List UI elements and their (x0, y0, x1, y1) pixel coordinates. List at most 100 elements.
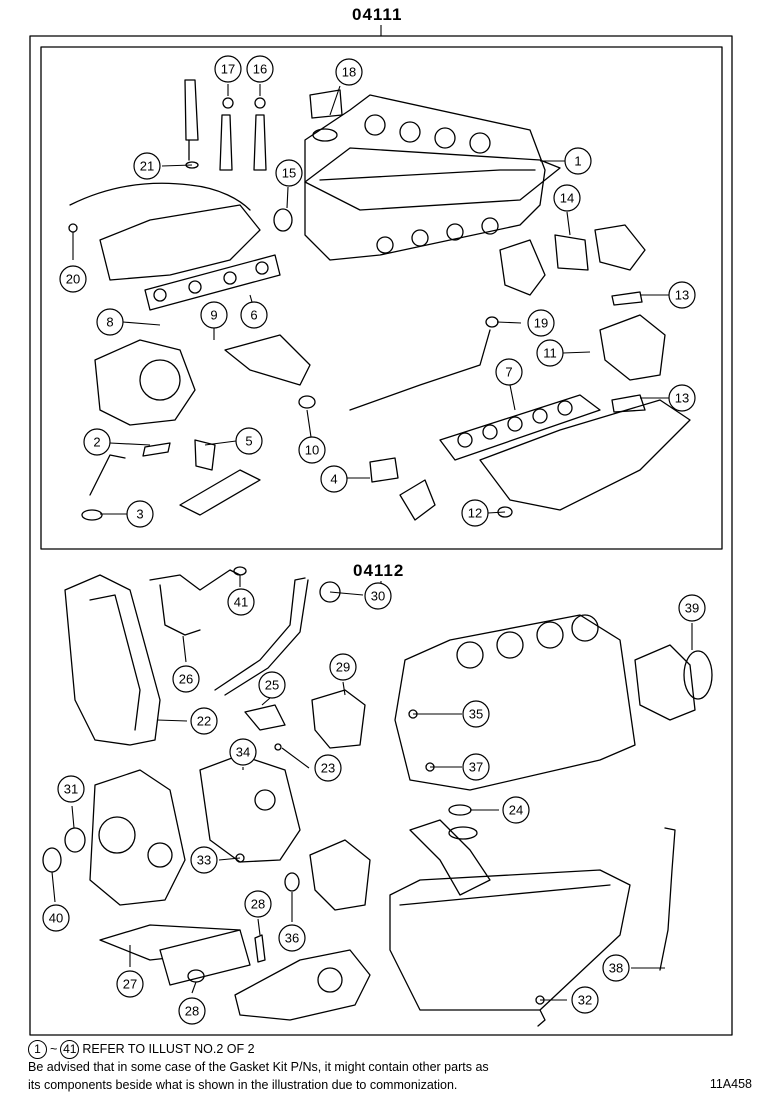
svg-text:4: 4 (330, 472, 337, 487)
callout-10: 10 (298, 436, 326, 464)
svg-text:20: 20 (66, 272, 80, 287)
svg-text:25: 25 (265, 678, 279, 693)
svg-text:15: 15 (282, 166, 296, 181)
leader-lines (51, 84, 693, 1001)
svg-text:28: 28 (185, 1004, 199, 1019)
svg-text:23: 23 (321, 761, 335, 776)
svg-text:35: 35 (469, 707, 483, 722)
callout-18: 18 (335, 58, 363, 86)
callout-6: 6 (240, 301, 268, 329)
callout-40: 40 (42, 904, 70, 932)
svg-text:31: 31 (64, 782, 78, 797)
callout-8: 8 (96, 308, 124, 336)
callout-36: 36 (278, 924, 306, 952)
cylinder-block (394, 614, 636, 791)
callout-26: 26 (172, 665, 200, 693)
svg-text:8: 8 (106, 315, 113, 330)
svg-text:28: 28 (251, 897, 265, 912)
group-header-04112: 04112 (349, 561, 409, 581)
svg-text:16: 16 (253, 62, 267, 77)
reference-note: 1 ~ 41 REFER TO ILLUST NO.2 OF 2 (28, 1040, 255, 1059)
svg-text:18: 18 (342, 65, 356, 80)
callout-27: 27 (116, 970, 144, 998)
callout-7: 7 (495, 358, 523, 386)
svg-text:36: 36 (285, 931, 299, 946)
callout-1: 1 (564, 147, 592, 175)
callout-38: 38 (602, 954, 630, 982)
misc-upper-parts (68, 89, 646, 521)
svg-text:29: 29 (336, 660, 350, 675)
range-separator: ~ (50, 1042, 58, 1056)
intake-manifold (439, 314, 691, 511)
svg-text:41: 41 (234, 595, 248, 610)
misc-lower-parts (42, 566, 676, 1027)
svg-text:12: 12 (468, 506, 482, 521)
svg-text:33: 33 (197, 853, 211, 868)
callout-14: 14 (553, 184, 581, 212)
callout-20: 20 (59, 265, 87, 293)
svg-text:1: 1 (574, 154, 581, 169)
svg-text:9: 9 (210, 308, 217, 323)
head-cover-gasket (304, 147, 561, 211)
callout-32: 32 (571, 986, 599, 1014)
callout-13-lower: 13 (668, 384, 696, 412)
callout-30: 30 (364, 582, 392, 610)
callout-17: 17 (214, 55, 242, 83)
svg-text:11: 11 (543, 346, 557, 361)
callout-35: 35 (462, 700, 490, 728)
range-end-callout: 41 (60, 1040, 80, 1059)
callout-19: 19 (527, 309, 555, 337)
water-pump-and-outlet (214, 577, 366, 749)
callout-13-upper: 13 (668, 281, 696, 309)
callout-11: 11 (536, 339, 564, 367)
callout-39: 39 (678, 594, 706, 622)
callout-29: 29 (329, 653, 357, 681)
callout-3: 3 (126, 500, 154, 528)
timing-gear-case (89, 754, 301, 906)
callout-22: 22 (190, 707, 218, 735)
callout-2: 2 (83, 428, 111, 456)
svg-text:39: 39 (685, 601, 699, 616)
injector-and-valves (184, 79, 267, 171)
callout-15: 15 (275, 159, 303, 187)
callout-31: 31 (57, 775, 85, 803)
callout-12: 12 (461, 499, 489, 527)
svg-text:13: 13 (675, 391, 689, 406)
callout-4: 4 (320, 465, 348, 493)
rear-oil-seal-retainer (634, 644, 713, 721)
range-text: REFER TO ILLUST NO.2 OF 2 (82, 1042, 255, 1056)
cylinder-head (304, 94, 546, 261)
svg-text:21: 21 (140, 159, 154, 174)
turbocharger (94, 334, 311, 426)
callout-23: 23 (314, 754, 342, 782)
timing-belt-cover (64, 574, 161, 746)
svg-text:17: 17 (221, 62, 235, 77)
callout-21: 21 (133, 152, 161, 180)
svg-text:7: 7 (505, 365, 512, 380)
oil-pan-and-strainer (389, 819, 631, 1011)
callout-24: 24 (502, 796, 530, 824)
callout-37: 37 (462, 753, 490, 781)
svg-text:22: 22 (197, 714, 211, 729)
svg-text:32: 32 (578, 993, 592, 1008)
svg-text:13: 13 (675, 288, 689, 303)
svg-text:34: 34 (236, 745, 250, 760)
disclaimer-line-2: its components beside what is shown in t… (28, 1078, 458, 1092)
exhaust-manifold (69, 182, 281, 311)
callout-28-lower: 28 (178, 997, 206, 1025)
illustration-code: 11A458 (709, 1077, 752, 1091)
svg-text:6: 6 (250, 308, 257, 323)
svg-text:27: 27 (123, 977, 137, 992)
svg-text:30: 30 (371, 589, 385, 604)
group-header-04111: 04111 (348, 5, 407, 25)
group-04111-frame (40, 46, 723, 550)
oil-cooler-and-pump (99, 839, 371, 1021)
svg-text:5: 5 (245, 434, 252, 449)
svg-text:14: 14 (560, 191, 574, 206)
callout-25: 25 (258, 671, 286, 699)
callout-41: 41 (227, 588, 255, 616)
svg-text:37: 37 (469, 760, 483, 775)
svg-text:38: 38 (609, 961, 623, 976)
svg-text:19: 19 (534, 316, 548, 331)
callout-34: 34 (229, 738, 257, 766)
